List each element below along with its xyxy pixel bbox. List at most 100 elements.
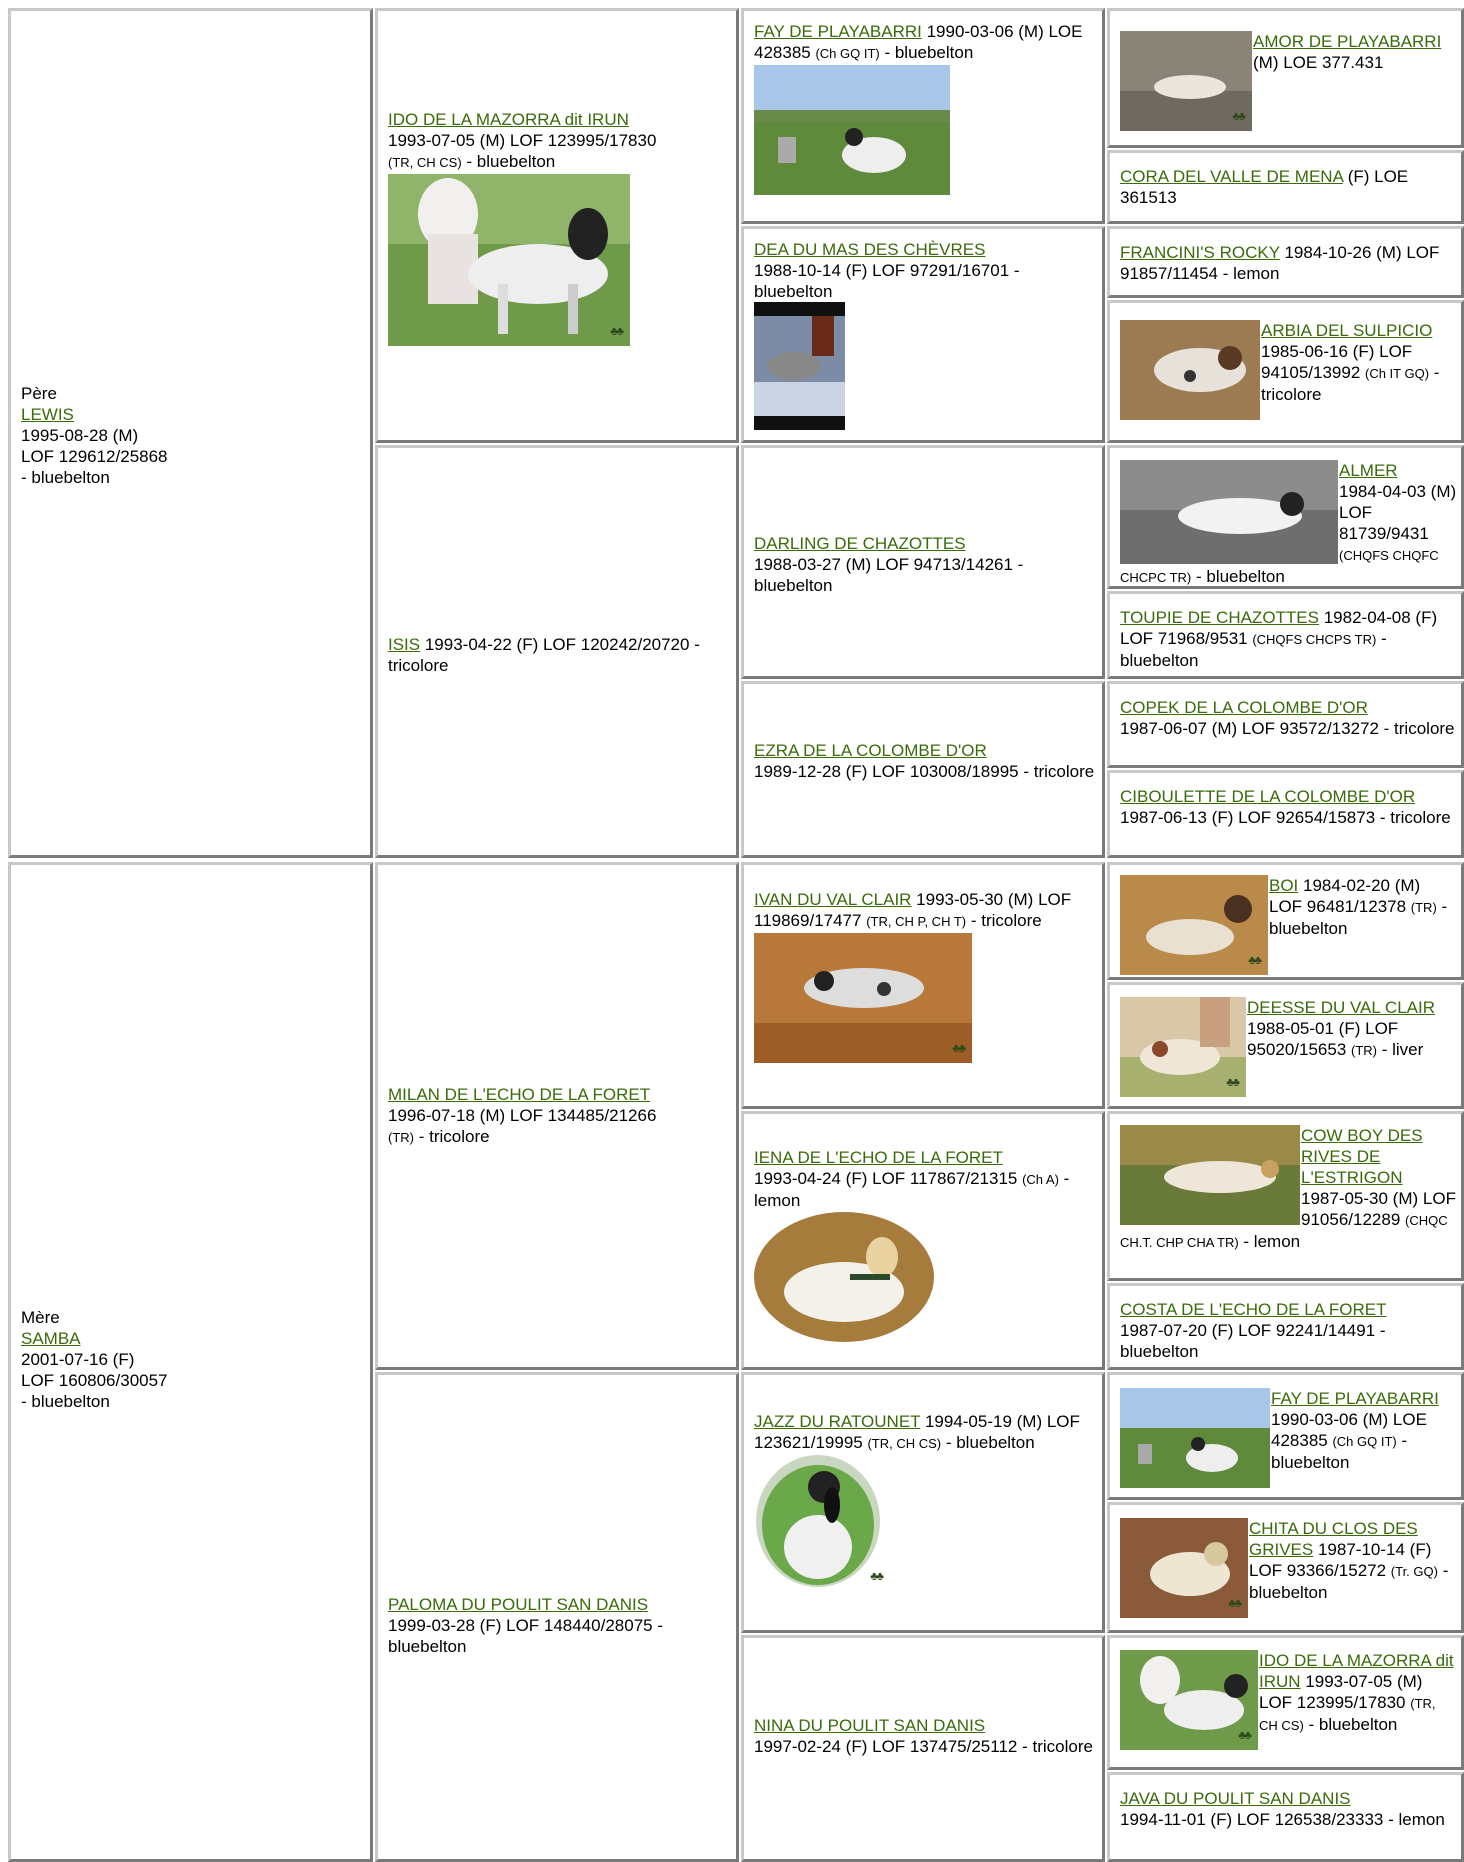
dea-link[interactable]: DEA DU MAS DES CHÈVRES [754,240,986,259]
cora-cell: CORA DEL VALLE DE MENA (F) LOE 361513 [1107,150,1464,224]
arbia-link[interactable]: ARBIA DEL SULPICIO [1261,321,1433,340]
milan-link[interactable]: MILAN DE L'ECHO DE LA FORET [388,1085,651,1104]
isis-info: ISIS 1993-04-22 (F) LOF 120242/20720 - t… [388,634,732,676]
fay-color: - bluebelton [879,43,974,62]
ezra-link[interactable]: EZRA DE LA COLOMBE D'OR [754,741,987,760]
dog-photo: ♣♣ [1120,31,1252,131]
dog-photo [754,1212,934,1342]
darling-info: DARLING DE CHAZOTTES 1988-03-27 (M) LOF … [754,533,1098,596]
iena-color: - lemon [754,1169,1070,1210]
cora-info: CORA DEL VALLE DE MENA (F) LOE 361513 [1120,166,1457,208]
boi-color: - bluebelton [1269,897,1448,938]
nina-link[interactable]: NINA DU POULIT SAN DANIS [754,1716,986,1735]
costa-info-text: 1987-07-20 (F) LOF 92241/14491 - bluebel… [1120,1321,1386,1361]
nina-info-text: 1997-02-24 (F) LOF 137475/25112 - tricol… [754,1737,1093,1756]
father-line-1: 1995-08-28 (M) [21,426,139,445]
milan-titles: (TR) [388,1130,414,1145]
java-cell: JAVA DU POULIT SAN DANIS 1994-11-01 (F) … [1107,1772,1464,1862]
ezra-info: EZRA DE LA COLOMBE D'OR 1989-12-28 (F) L… [754,740,1098,782]
cowboy-color: - lemon [1238,1232,1301,1251]
isis-info-text: 1993-04-22 (F) LOF 120242/20720 - tricol… [388,635,700,675]
dog-photo [1120,320,1260,420]
mother-link[interactable]: SAMBA [21,1329,81,1348]
dog-photo: ♣♣ [754,933,972,1063]
mother-line-1: 2001-07-16 (F) [21,1350,135,1369]
photo-stamp: ♣♣ [1248,953,1262,967]
copek-cell: COPEK DE LA COLOMBE D'OR 1987-06-07 (M) … [1107,681,1464,768]
photo-stamp: ♣♣ [1226,1075,1240,1089]
ido2-info-text: 1993-07-05 (M) LOF 123995/17830 [1259,1672,1423,1712]
almer-cell: ALMER 1984-04-03 (M) LOF 81739/9431 (CHQ… [1107,445,1464,589]
father-link[interactable]: LEWIS [21,405,74,424]
copek-link[interactable]: COPEK DE LA COLOMBE D'OR [1120,698,1368,717]
cora-link[interactable]: CORA DEL VALLE DE MENA [1120,167,1343,186]
ido2-link[interactable]: IDO DE LA MAZORRA dit IRUN [1259,1651,1454,1691]
boi-link[interactable]: BOI [1269,876,1299,895]
costa-link[interactable]: COSTA DE L'ECHO DE LA FORET [1120,1300,1387,1319]
darling-info-text: 1988-03-27 (M) LOF 94713/14261 - bluebel… [754,555,1024,595]
fay2-info-text: 1990-03-06 (M) LOE 428385 [1271,1410,1427,1450]
almer-info-text: 1984-04-03 (M) LOF 81739/9431 [1339,482,1457,543]
nina-info: NINA DU POULIT SAN DANIS 1997-02-24 (F) … [754,1715,1098,1757]
father-info: Père LEWIS 1995-08-28 (M) LOF 129612/258… [21,383,366,488]
amor-info-text: (M) LOE 377.431 [1253,53,1384,72]
cora-info-text: (F) LOE 361513 [1120,167,1409,207]
paloma-link[interactable]: PALOMA DU POULIT SAN DANIS [388,1595,649,1614]
ido-link[interactable]: IDO DE LA MAZORRA dit IRUN [388,110,629,129]
jazz-titles: (TR, CH CS) [867,1436,942,1451]
isis-link[interactable]: ISIS [388,635,421,654]
dog-photo: ♣♣ [1120,875,1268,975]
ido-titles: (TR, CH CS) [388,155,462,170]
paloma-info: PALOMA DU POULIT SAN DANIS 1999-03-28 (F… [388,1594,732,1657]
iena-info-text: 1993-04-24 (F) LOF 117867/21315 [754,1169,1023,1188]
ido2-color: - bluebelton [1303,1715,1398,1734]
deesse-info: ♣♣ DEESSE DU VAL CLAIR 1988-05-01 (F) LO… [1120,997,1457,1097]
almer-link[interactable]: ALMER [1339,461,1398,480]
cowboy-link[interactable]: COW BOY DES RIVES DE L'ESTRIGON [1301,1126,1423,1187]
milan-info-text: 1996-07-18 (M) LOF 134485/21266 [388,1106,657,1125]
java-link[interactable]: JAVA DU POULIT SAN DANIS [1120,1789,1351,1808]
costa-info: COSTA DE L'ECHO DE LA FORET 1987-07-20 (… [1120,1299,1457,1362]
nina-cell: NINA DU POULIT SAN DANIS 1997-02-24 (F) … [741,1635,1105,1862]
dea-info-text: 1988-10-14 (F) LOF 97291/16701 - bluebel… [754,261,1020,301]
photo-stamp: ♣♣ [610,324,624,338]
mother-info: Mère SAMBA 2001-07-16 (F) LOF 160806/300… [21,1307,366,1412]
ivan-link[interactable]: IVAN DU VAL CLAIR [754,890,912,909]
toupie-link[interactable]: TOUPIE DE CHAZOTTES [1120,608,1319,627]
fay-link[interactable]: FAY DE PLAYABARRI [754,22,922,41]
amor-cell: ♣♣ AMOR DE PLAYABARRI (M) LOE 377.431 [1107,8,1464,148]
cowboy-info: COW BOY DES RIVES DE L'ESTRIGON 1987-05-… [1120,1125,1457,1253]
iena-link[interactable]: IENA DE L'ECHO DE LA FORET [754,1148,1003,1167]
chita-info: ♣♣ CHITA DU CLOS DES GRIVES 1987-10-14 (… [1120,1518,1457,1618]
amor-link[interactable]: AMOR DE PLAYABARRI [1253,32,1442,51]
arbia-info-text: 1985-06-16 (F) LOF 94105/13992 [1261,342,1413,382]
jazz-info-text: 1994-05-19 (M) LOF 123621/19995 [754,1412,1080,1452]
ido2-titles: (TR, CH CS) [1259,1696,1436,1733]
photo-stamp: ♣♣ [1228,1596,1242,1610]
boi-titles: (TR) [1410,900,1437,915]
chita-link[interactable]: CHITA DU CLOS DES GRIVES [1249,1519,1418,1559]
jazz-link[interactable]: JAZZ DU RATOUNET [754,1412,921,1431]
jazz-cell: JAZZ DU RATOUNET 1994-05-19 (M) LOF 1236… [741,1372,1105,1633]
ciboulette-link[interactable]: CIBOULETTE DE LA COLOMBE D'OR [1120,787,1416,806]
toupie-info: TOUPIE DE CHAZOTTES 1982-04-08 (F) LOF 7… [1120,607,1457,671]
ivan-cell: IVAN DU VAL CLAIR 1993-05-30 (M) LOF 119… [741,862,1105,1109]
boi-info: ♣♣ BOI 1984-02-20 (M) LOF 96481/12378 (T… [1120,875,1457,975]
father-cell: Père LEWIS 1995-08-28 (M) LOF 129612/258… [8,8,373,858]
francini-link[interactable]: FRANCINI'S ROCKY [1120,243,1280,262]
fay2-link[interactable]: FAY DE PLAYABARRI [1271,1389,1439,1408]
arbia-cell: ARBIA DEL SULPICIO 1985-06-16 (F) LOF 94… [1107,300,1464,443]
deesse-link[interactable]: DEESSE DU VAL CLAIR [1247,998,1436,1017]
photo-stamp: ♣♣ [1238,1728,1252,1742]
chita-color: - bluebelton [1249,1561,1449,1602]
darling-link[interactable]: DARLING DE CHAZOTTES [754,534,966,553]
almer-titles: (CHQFS CHQFC CHCPC TR) [1120,548,1439,585]
paloma-cell: PALOMA DU POULIT SAN DANIS 1999-03-28 (F… [375,1372,739,1862]
ido2-info: ♣♣ IDO DE LA MAZORRA dit IRUN 1993-07-05… [1120,1650,1457,1750]
copek-info: COPEK DE LA COLOMBE D'OR 1987-06-07 (M) … [1120,697,1457,739]
ido-cell: IDO DE LA MAZORRA dit IRUN 1993-07-05 (M… [375,8,739,443]
iena-info: IENA DE L'ECHO DE LA FORET 1993-04-24 (F… [754,1147,1098,1342]
ezra-cell: EZRA DE LA COLOMBE D'OR 1989-12-28 (F) L… [741,681,1105,858]
mother-line-2: LOF 160806/30057 [21,1371,168,1390]
